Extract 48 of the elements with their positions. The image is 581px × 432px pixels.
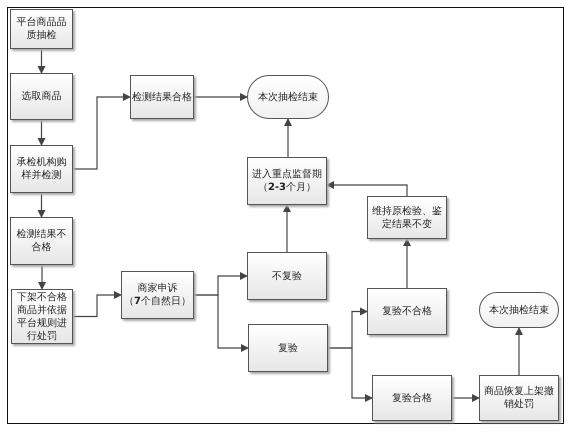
arrow (73, 291, 122, 318)
box-label: 进入重点监督期 (252, 168, 322, 181)
arrow (452, 394, 480, 402)
process-box (10, 9, 73, 49)
box-label: 商家申诉 (138, 282, 178, 295)
box-label: 检测结果不合格 (16, 228, 68, 254)
terminal-box (479, 292, 559, 328)
box-label: 平台商品品质抽检 (16, 16, 68, 42)
arrow (38, 265, 46, 290)
arrow (403, 238, 411, 288)
box-label: 复验不合格 (382, 305, 432, 318)
process-box (247, 157, 327, 205)
box-label: 复验 (278, 342, 298, 354)
arrow (38, 193, 46, 218)
process-box (248, 324, 328, 372)
box-label: 选取商品 (22, 90, 62, 103)
process-box (130, 75, 194, 119)
box-label: 商品恢复上架撤销处罚 (483, 385, 555, 411)
process-box (367, 288, 447, 335)
arrow (38, 120, 46, 146)
arrow (326, 181, 408, 196)
box-label: 不复验 (272, 270, 302, 282)
process-box (479, 375, 559, 421)
arrow (328, 347, 373, 402)
process-box (10, 73, 73, 120)
box-label: 复验合格 (392, 392, 432, 404)
process-box (247, 252, 327, 300)
arrow (73, 93, 131, 170)
process-box (372, 375, 452, 421)
terminal-box (247, 75, 329, 119)
box-label: （7个自然日） (124, 295, 191, 308)
arrow (284, 118, 292, 157)
process-box (10, 217, 73, 265)
arrow (194, 294, 249, 352)
arrow (194, 93, 248, 101)
box-label: （2-3个月） (258, 181, 316, 194)
box-label: 下架不合格商品并依据平台规则进行处罚 (16, 290, 68, 342)
process-box (10, 145, 73, 193)
process-box (367, 196, 447, 239)
box-label: 承检机构购样并检测 (16, 156, 68, 182)
process-box (121, 271, 194, 319)
box-label: 维持原检验、鉴定结果不变 (371, 204, 443, 230)
box-label: 检测结果合格 (132, 90, 192, 104)
arrow (283, 204, 291, 252)
box-label: 本次抽检结束 (489, 304, 549, 316)
box-label: 本次抽检结束 (258, 90, 318, 104)
arrow (38, 49, 46, 74)
arrow (515, 327, 523, 375)
